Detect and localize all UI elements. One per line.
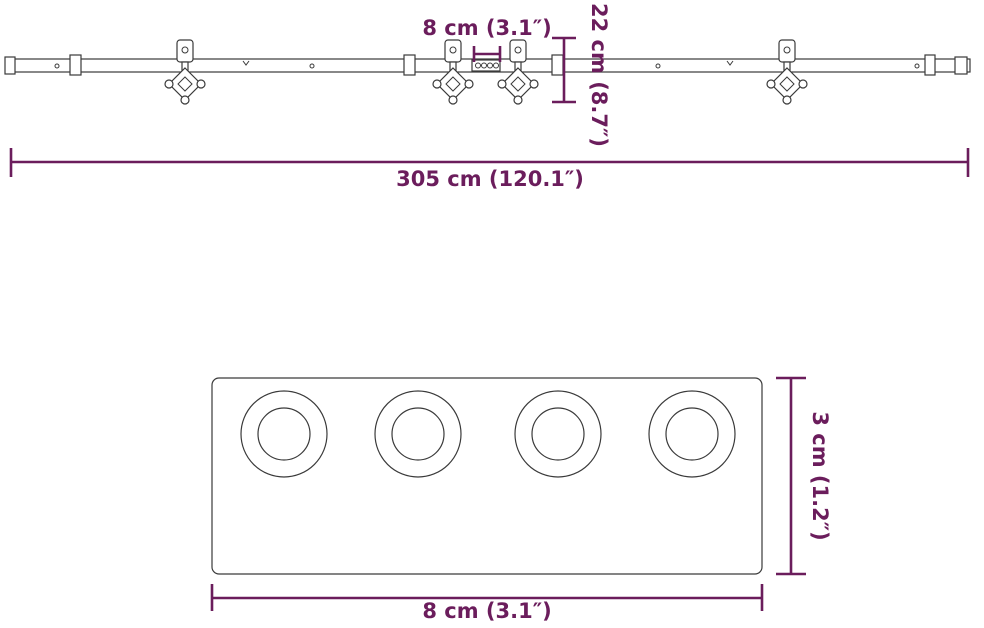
screw-hole — [54, 63, 60, 69]
spacer-block — [471, 59, 501, 72]
detail-height-label: 3 cm (1.2″) — [808, 411, 832, 540]
rail-assembly — [4, 39, 971, 105]
roller-hanger-3 — [497, 39, 539, 105]
spacer-width-label: 8 cm (3.1″) — [422, 16, 551, 40]
spacer-detail — [211, 377, 763, 575]
dimension-detail-height: 3 cm (1.2″) — [776, 376, 832, 576]
rail-joint-left — [403, 54, 416, 76]
rail-end-cap-right — [954, 56, 968, 75]
dimension-detail-width: 8 cm (3.1″) — [210, 584, 764, 623]
spacer-hole-1 — [240, 390, 328, 478]
rail-notch — [242, 60, 250, 66]
rail-end-cap-left — [4, 56, 16, 75]
screw-hole — [914, 63, 920, 69]
spacer-hole-4 — [648, 390, 736, 478]
spacer-detail-body — [211, 377, 763, 575]
roller-hanger-4 — [766, 39, 808, 105]
spacer-hole-3 — [514, 390, 602, 478]
roller-hanger-2 — [432, 39, 474, 105]
spacer-hole-2 — [374, 390, 462, 478]
rail-stopper-right — [924, 54, 936, 76]
rail-notch — [726, 60, 734, 66]
screw-hole — [655, 63, 661, 69]
dimension-spacer-width: 8 cm (3.1″) — [422, 16, 552, 62]
screw-hole — [309, 63, 315, 69]
rail-joint-right — [551, 54, 564, 76]
detail-width-label: 8 cm (3.1″) — [422, 599, 551, 623]
roller-hanger-1 — [164, 39, 206, 105]
dimension-height: 22 cm (8.7″) — [552, 3, 611, 147]
rail-stopper-left — [69, 54, 82, 76]
dimension-total-length: 305 cm (120.1″) — [9, 148, 970, 191]
total-length-label: 305 cm (120.1″) — [396, 167, 584, 191]
height-label: 22 cm (8.7″) — [587, 3, 611, 147]
